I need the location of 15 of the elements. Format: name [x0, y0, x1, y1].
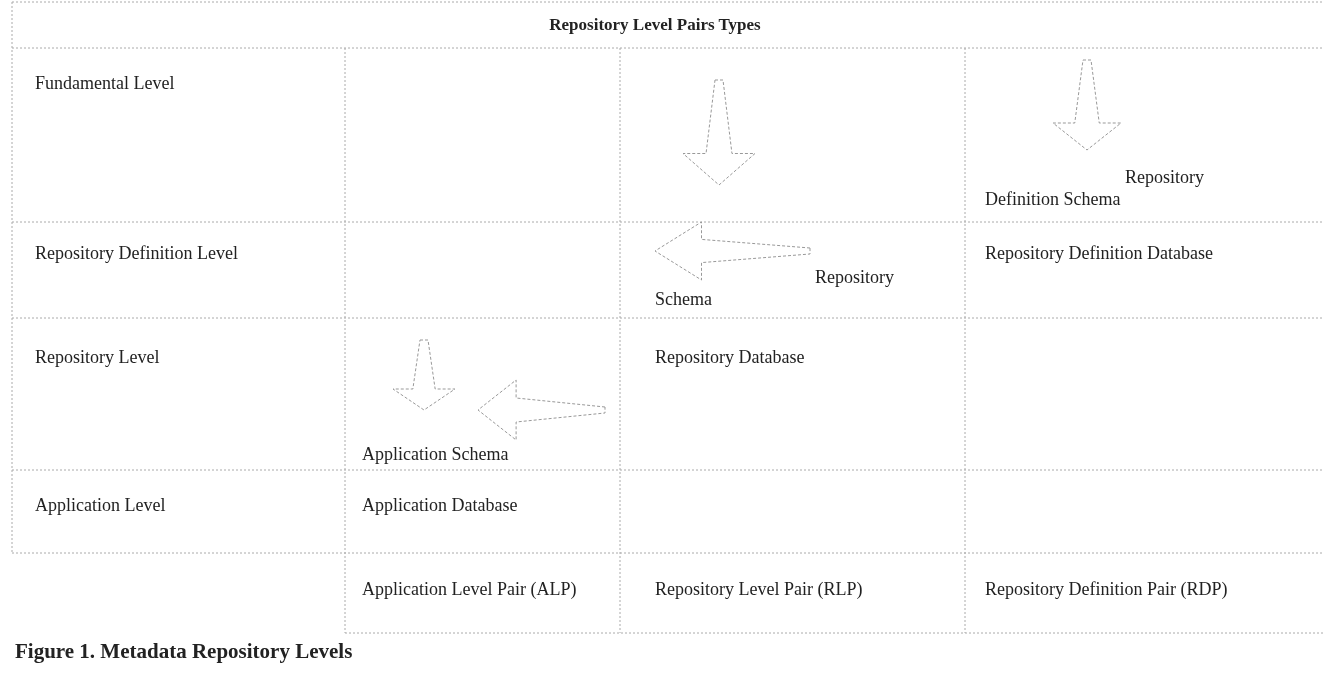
table-cell-text: Repository Definition Database [985, 242, 1214, 264]
table-cell-text: Repository Definition Schema [985, 166, 1205, 210]
table-cell-text: Repository Level [35, 346, 161, 368]
table-cell-text: Repository Schema [655, 266, 895, 310]
table-cell-text: Repository Definition Level [35, 242, 239, 264]
table-cell-text: Application Database [362, 494, 519, 516]
table-cell-text: Application Schema [362, 443, 510, 465]
table-title: Repository Level Pairs Types [548, 14, 762, 36]
table-cell-text: Repository Database [655, 346, 806, 368]
table-cell-text: Fundamental Level [35, 72, 176, 94]
table-cell-text: Application Level Pair (ALP) [362, 578, 578, 600]
table-cell-text: Application Level [35, 494, 167, 516]
figure-caption: Figure 1. Metadata Repository Levels [15, 640, 353, 662]
table-cell-text: Repository Level Pair (RLP) [655, 578, 864, 600]
table-cell-text: Repository Definition Pair (RDP) [985, 578, 1229, 600]
